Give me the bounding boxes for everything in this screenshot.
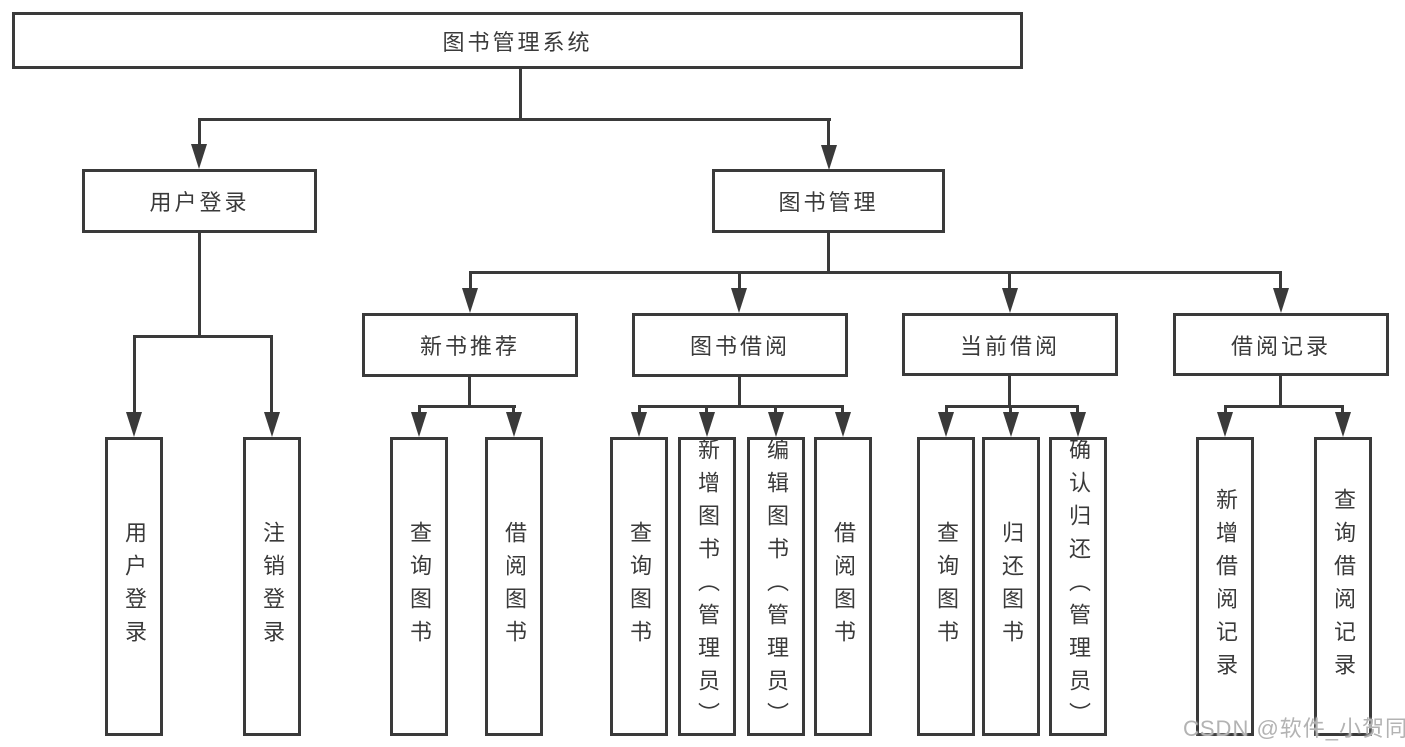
leaf-recommend-query-books: 查询图书 — [390, 437, 448, 736]
node-current-borrowing: 当前借阅 — [902, 313, 1118, 376]
connector-stub — [133, 338, 136, 412]
node-book-management-label: 图书管理 — [778, 190, 879, 215]
arrowhead-down-icon — [699, 412, 715, 437]
connector-stub — [270, 338, 273, 412]
connector-records-rail — [1224, 405, 1344, 408]
connector-stub — [1009, 408, 1012, 414]
leaf-user-login: 用户登录 — [105, 437, 163, 736]
connector-stub — [1076, 408, 1079, 414]
arrowhead-down-icon — [1002, 288, 1018, 313]
connector-stub — [827, 121, 830, 145]
connector-root-rail — [198, 118, 831, 121]
arrowhead-down-icon — [1003, 412, 1019, 437]
connector-current-rail — [945, 405, 1079, 408]
arrowhead-down-icon — [191, 144, 207, 169]
leaf-borrowing-query-books: 查询图书 — [610, 437, 668, 736]
leaf-logout-label: 注销登录 — [260, 520, 285, 653]
connector-user-login-trunk — [198, 233, 201, 338]
leaf-borrow-books: 借阅图书 — [814, 437, 872, 736]
connector-stub — [705, 408, 708, 414]
leaf-borrowing-query-books-label: 查询图书 — [627, 520, 652, 653]
connector-stub — [469, 274, 472, 288]
connector-stub — [512, 408, 515, 414]
leaf-logout: 注销登录 — [243, 437, 301, 736]
leaf-user-login-label: 用户登录 — [122, 520, 147, 653]
connector-stub — [841, 408, 844, 414]
connector-current-trunk — [1008, 376, 1011, 408]
leaf-return-books: 归还图书 — [982, 437, 1040, 736]
node-new-book-recommendation-label: 新书推荐 — [419, 334, 520, 359]
leaf-recommend-query-books-label: 查询图书 — [407, 520, 432, 653]
node-user-login: 用户登录 — [82, 169, 317, 233]
connector-stub — [418, 408, 421, 414]
connector-stub — [1224, 408, 1227, 414]
leaf-confirm-return-admin: 确认归还（管理员） — [1049, 437, 1107, 736]
arrowhead-down-icon — [731, 288, 747, 313]
connector-borrowing-trunk — [738, 377, 741, 408]
leaf-return-books-label: 归还图书 — [999, 520, 1024, 653]
arrowhead-down-icon — [126, 412, 142, 437]
leaf-current-query-books: 查询图书 — [917, 437, 975, 736]
connector-book-management-rail — [469, 271, 1282, 274]
leaf-current-query-books-label: 查询图书 — [934, 520, 959, 653]
connector-stub — [774, 408, 777, 414]
arrowhead-down-icon — [1273, 288, 1289, 313]
leaf-recommend-borrow-books-label: 借阅图书 — [502, 520, 527, 653]
leaf-edit-books-admin: 编辑图书（管理员） — [747, 437, 805, 736]
node-book-management: 图书管理 — [712, 169, 945, 233]
watermark: CSDN @软件_小贺同学 — [1183, 716, 1405, 741]
leaf-add-books-admin: 新增图书（管理员） — [678, 437, 736, 736]
arrowhead-down-icon — [631, 412, 647, 437]
connector-root-trunk — [519, 69, 522, 118]
leaf-query-borrow-record: 查询借阅记录 — [1314, 437, 1372, 736]
node-user-login-label: 用户登录 — [149, 190, 250, 215]
arrowhead-down-icon — [1217, 412, 1233, 437]
connector-stub — [198, 121, 201, 144]
connector-recommendation-rail — [418, 405, 516, 408]
connector-user-login-rail — [133, 335, 273, 338]
leaf-add-borrow-record-label: 新增借阅记录 — [1213, 487, 1238, 686]
connector-stub — [1341, 408, 1344, 414]
connector-records-trunk — [1279, 376, 1282, 408]
node-library-management-system: 图书管理系统 — [12, 12, 1023, 69]
arrowhead-down-icon — [835, 412, 851, 437]
node-new-book-recommendation: 新书推荐 — [362, 313, 578, 377]
arrowhead-down-icon — [506, 412, 522, 437]
connector-stub — [738, 274, 741, 288]
leaf-confirm-return-admin-label: 确认归还（管理员） — [1066, 438, 1091, 735]
arrowhead-down-icon — [411, 412, 427, 437]
connector-stub — [638, 408, 641, 414]
leaf-borrow-books-label: 借阅图书 — [831, 520, 856, 653]
arrowhead-down-icon — [938, 412, 954, 437]
leaf-recommend-borrow-books: 借阅图书 — [485, 437, 543, 736]
arrowhead-down-icon — [1070, 412, 1086, 437]
leaf-add-books-admin-label: 新增图书（管理员） — [695, 438, 720, 735]
leaf-add-borrow-record: 新增借阅记录 — [1196, 437, 1254, 736]
connector-stub — [1008, 274, 1011, 288]
connector-stub — [945, 408, 948, 414]
leaf-edit-books-admin-label: 编辑图书（管理员） — [764, 438, 789, 735]
arrowhead-down-icon — [264, 412, 280, 437]
connector-borrowing-rail — [638, 405, 844, 408]
arrowhead-down-icon — [1335, 412, 1351, 437]
arrowhead-down-icon — [462, 288, 478, 313]
node-library-management-system-label: 图书管理系统 — [442, 29, 593, 55]
node-book-borrowing: 图书借阅 — [632, 313, 848, 377]
node-book-borrowing-label: 图书借阅 — [689, 334, 790, 359]
arrowhead-down-icon — [821, 145, 837, 170]
node-current-borrowing-label: 当前借阅 — [959, 333, 1060, 359]
leaf-query-borrow-record-label: 查询借阅记录 — [1331, 487, 1356, 686]
node-borrowing-records-label: 借阅记录 — [1230, 333, 1331, 359]
node-borrowing-records: 借阅记录 — [1173, 313, 1389, 376]
connector-book-management-trunk — [827, 233, 830, 274]
connector-stub — [1279, 274, 1282, 288]
arrowhead-down-icon — [768, 412, 784, 437]
connector-recommendation-trunk — [468, 377, 471, 408]
